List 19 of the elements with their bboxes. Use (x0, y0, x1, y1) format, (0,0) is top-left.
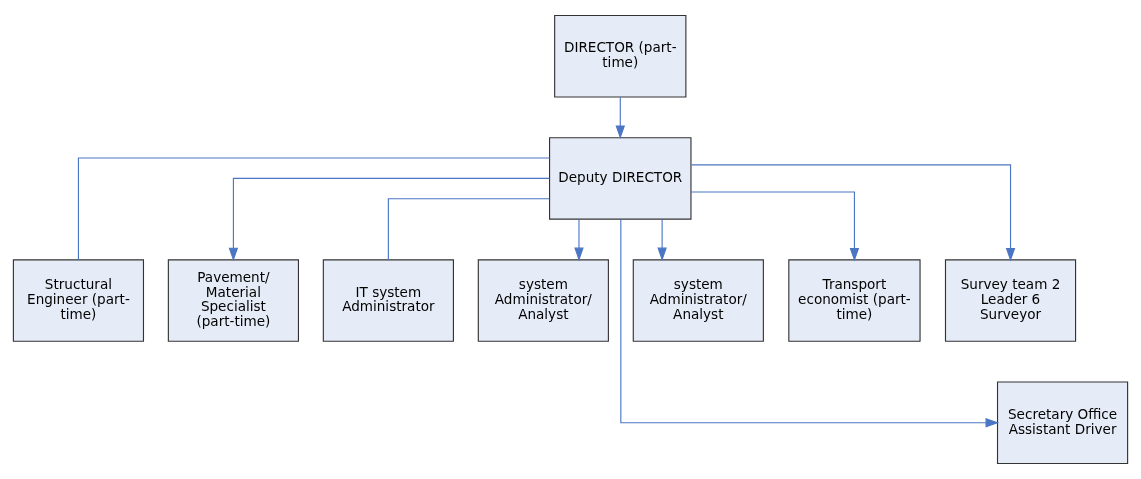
arrow (228, 177, 550, 262)
node-box: Transport economist (part-time) (788, 259, 921, 342)
arrow (657, 218, 667, 262)
node-box: IT system Administrator (322, 259, 454, 342)
node-box: Pavement/ Material Specialist (part-time) (167, 259, 299, 342)
arrow (574, 218, 584, 262)
node-box: Secretary Office Assistant Driver (996, 381, 1129, 465)
node-box: Deputy DIRECTOR (549, 137, 692, 220)
node-box: system Administrator/ Analyst (632, 259, 764, 342)
arrow (620, 218, 1000, 428)
connector (387, 198, 550, 261)
arrow (690, 164, 1016, 262)
connector (77, 157, 550, 261)
node-box: system Administrator/ Analyst (477, 259, 609, 342)
node-box: Survey team 2 Leader 6 Surveyor (944, 259, 1077, 342)
node-box: Structural Engineer (part-time) (12, 259, 145, 342)
node-box: DIRECTOR (part-time) (554, 14, 687, 98)
arrow (690, 191, 860, 262)
arrow (615, 96, 626, 139)
